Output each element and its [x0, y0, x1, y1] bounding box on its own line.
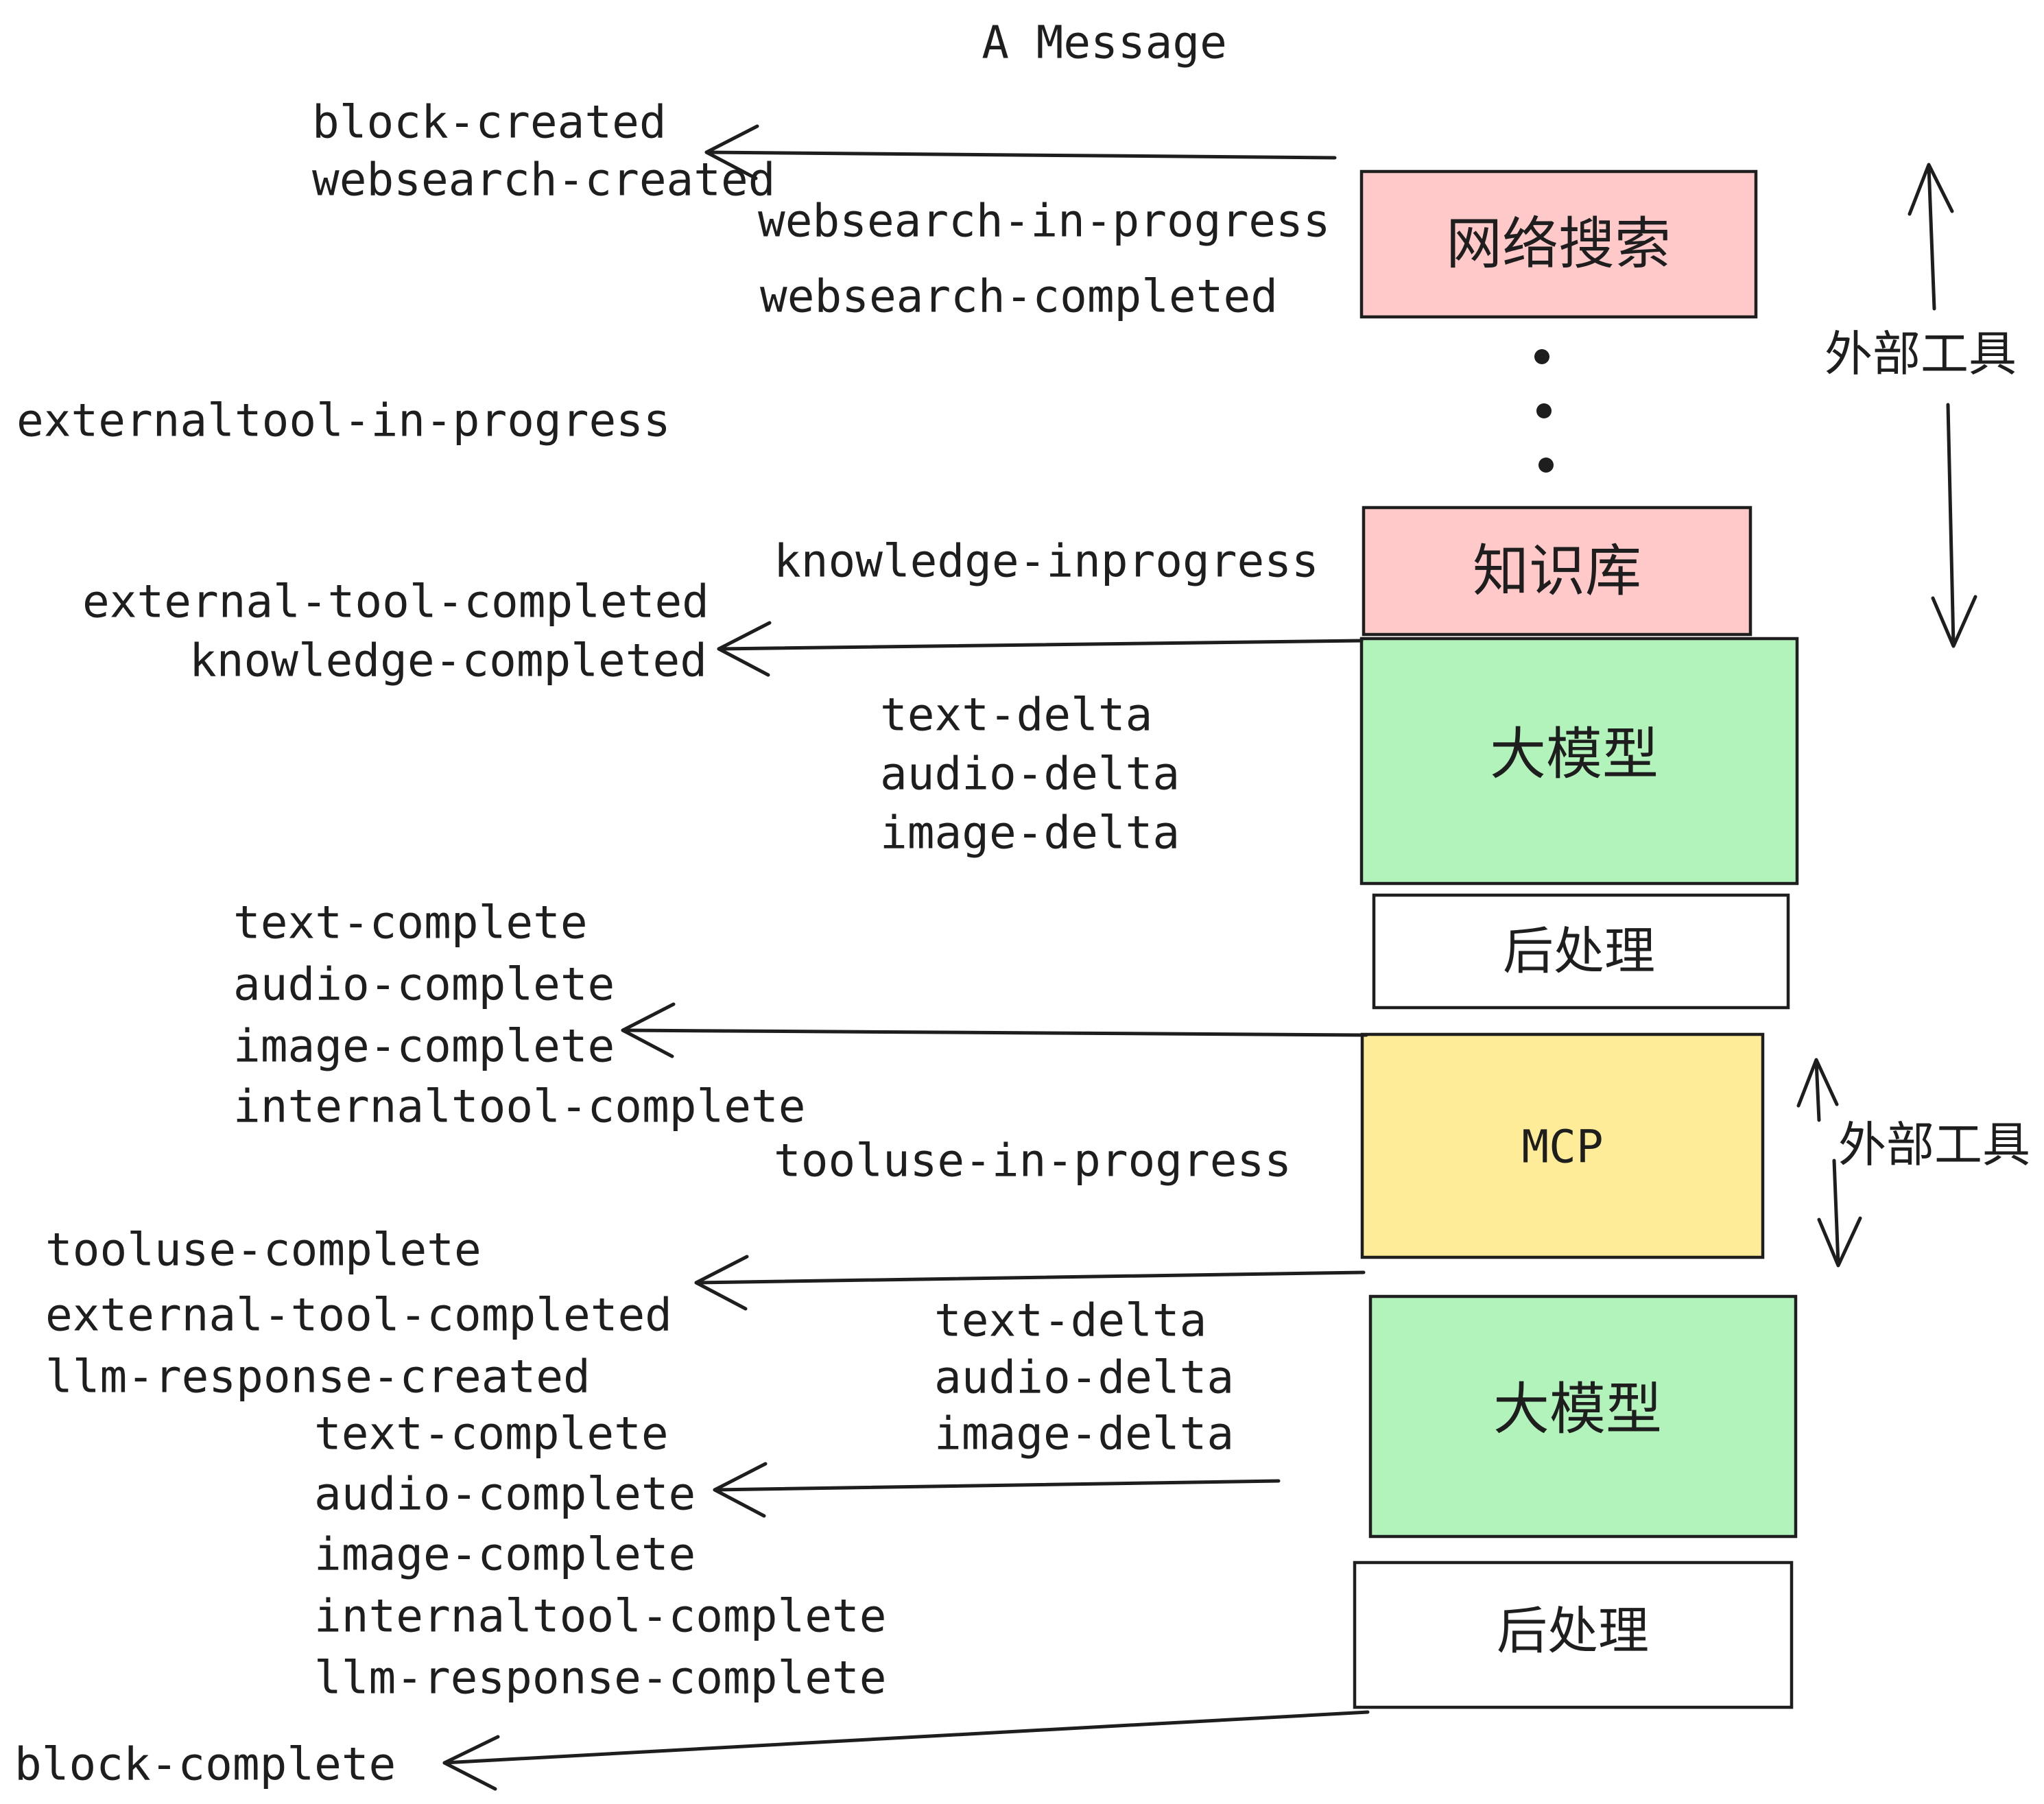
event-knowledge-inprogress: knowledge-inprogress	[774, 535, 1319, 588]
dot-icon	[1534, 349, 1549, 364]
down-arrow-icon	[1832, 1159, 1840, 1266]
down-arrowhead-icon	[1817, 1216, 1862, 1268]
left-arrowhead-icon	[713, 1462, 768, 1518]
event-knowledge-completed: knowledge-completed	[189, 634, 707, 687]
up-arrowhead-icon	[1908, 163, 1954, 216]
arrow-block-created	[704, 124, 1337, 180]
box-mcp: MCP	[1360, 1032, 1765, 1259]
box-post-bottom-rect	[1353, 1560, 1794, 1709]
box-knowledge-label: 知识库	[1473, 539, 1641, 604]
event-image-delta-2: image-delta	[934, 1408, 1234, 1460]
left-arrowhead-icon	[717, 621, 772, 677]
external-tools-bottom-label: 外部工具	[1838, 1117, 2030, 1173]
event-websearch-created: websearch-created	[312, 154, 776, 206]
event-tooluse-in-progress: tooluse-in-progress	[774, 1135, 1292, 1187]
event-external-tool-completed-2: external-tool-completed	[45, 1289, 672, 1342]
event-audio-delta-2: audio-delta	[934, 1351, 1234, 1404]
box-mcp-rect	[1360, 1032, 1765, 1259]
box-post-top-rect	[1372, 893, 1790, 1010]
event-text-complete-2: text-complete	[314, 1408, 669, 1460]
event-audio-delta-1: audio-delta	[880, 748, 1180, 800]
up-arrow-icon	[1927, 164, 1936, 311]
external-tools-span-top: 外部工具	[1825, 163, 2017, 648]
left-arrowhead-icon	[704, 124, 759, 180]
box-llm-top: 大模型	[1359, 637, 1799, 886]
box-llm-bottom: 大模型	[1368, 1294, 1798, 1539]
event-tooluse-complete: tooluse-complete	[45, 1224, 482, 1277]
event-audio-complete-1: audio-complete	[233, 958, 615, 1011]
event-llm-response-created: llm-response-created	[45, 1351, 591, 1403]
diagram-title: A Message	[982, 16, 1227, 69]
arrow-line	[694, 1270, 1366, 1285]
box-llm-top-rect	[1359, 637, 1799, 886]
arrow-line	[442, 1710, 1370, 1765]
box-websearch-rect	[1359, 169, 1758, 319]
event-internaltool-complete-1: internaltool-complete	[233, 1080, 805, 1133]
up-arrow-icon	[1814, 1059, 1821, 1122]
event-websearch-completed: websearch-completed	[760, 270, 1278, 323]
up-arrowhead-icon	[1796, 1058, 1839, 1108]
event-llm-response-complete: llm-response-complete	[314, 1652, 886, 1705]
arrow-knowledge-completed	[717, 621, 1364, 677]
event-internaltool-complete-2: internaltool-complete	[314, 1590, 886, 1643]
ellipsis-dots	[1534, 349, 1554, 473]
box-knowledge-rect	[1362, 506, 1752, 637]
arrow-audio-complete	[713, 1462, 1281, 1518]
event-externaltool-in-progress: externaltool-in-progress	[16, 394, 671, 447]
external-tools-span-bottom: 外部工具	[1796, 1058, 2030, 1268]
left-arrowhead-icon	[694, 1255, 749, 1311]
arrow-line	[717, 639, 1364, 651]
down-arrow-icon	[1946, 403, 1956, 647]
external-tools-top-label: 外部工具	[1825, 326, 2017, 382]
box-llm-top-label: 大模型	[1490, 722, 1659, 787]
box-llm-bottom-label: 大模型	[1493, 1377, 1662, 1443]
left-arrowhead-icon	[442, 1735, 500, 1791]
event-external-tool-completed-1: external-tool-completed	[82, 575, 709, 628]
arrow-block-complete	[442, 1710, 1370, 1791]
event-audio-complete-2: audio-complete	[314, 1468, 696, 1521]
box-websearch-label: 网络搜索	[1446, 212, 1671, 277]
box-post-top-label: 后处理	[1503, 922, 1655, 981]
box-knowledge: 知识库	[1362, 506, 1752, 637]
arrow-line	[713, 1479, 1281, 1492]
event-websearch-in-progress: websearch-in-progress	[758, 195, 1330, 248]
arrow-line	[704, 150, 1337, 160]
dot-icon	[1538, 458, 1554, 473]
event-image-complete-1: image-complete	[233, 1020, 615, 1073]
box-post-bottom-label: 后处理	[1497, 1602, 1649, 1661]
down-arrowhead-icon	[1931, 595, 1977, 648]
left-arrowhead-icon	[621, 1002, 676, 1058]
arrow-tooluse-complete	[694, 1255, 1366, 1311]
arrow-image-complete	[621, 1002, 1368, 1058]
box-post-bottom: 后处理	[1353, 1560, 1794, 1709]
event-text-delta-2: text-delta	[934, 1294, 1207, 1347]
event-image-complete-2: image-complete	[314, 1528, 696, 1581]
box-websearch: 网络搜索	[1359, 169, 1758, 319]
event-block-complete: block-complete	[14, 1738, 396, 1791]
event-image-delta-1: image-delta	[880, 807, 1180, 859]
arrow-line	[621, 1028, 1368, 1037]
box-mcp-label: MCP	[1521, 1121, 1603, 1174]
event-block-created: block-created	[312, 96, 667, 149]
box-llm-bottom-rect	[1368, 1294, 1798, 1539]
event-text-delta-1: text-delta	[880, 689, 1152, 741]
event-text-complete-1: text-complete	[233, 897, 588, 949]
dot-icon	[1536, 403, 1552, 418]
box-post-top: 后处理	[1372, 893, 1790, 1010]
